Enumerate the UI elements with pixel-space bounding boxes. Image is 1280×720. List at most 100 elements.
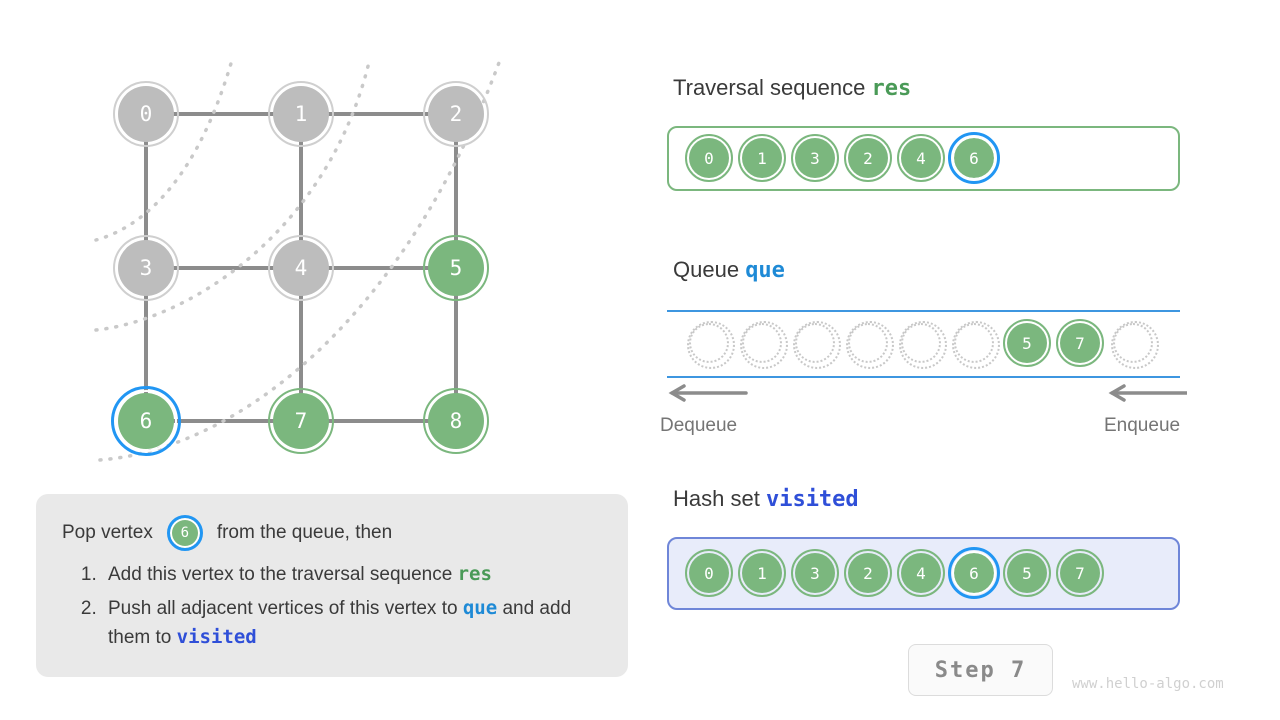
- visited-item[interactable]: 4: [897, 549, 945, 597]
- visited-item-label: 6: [969, 563, 979, 583]
- res-container: 0 1 3 2 4 6: [667, 126, 1180, 191]
- visited-item[interactable]: 7: [1056, 549, 1104, 597]
- queue-arrows: [668, 384, 1187, 402]
- graph-node-0[interactable]: 0: [113, 81, 179, 147]
- graph-node-5[interactable]: 5: [423, 235, 489, 301]
- res-item-ring: [844, 134, 892, 182]
- dequeue-arrow-head: [668, 384, 686, 402]
- caption-step-item: Push all adjacent vertices of this verte…: [102, 594, 602, 652]
- visited-item-ring: [791, 549, 839, 597]
- caption-item-text: Add this vertex to the traversal sequenc…: [108, 564, 458, 585]
- res-title-keyword: res: [871, 76, 912, 101]
- visited-item[interactable]: 0: [685, 549, 733, 597]
- graph-node-label: 2: [449, 102, 463, 126]
- visited-item-ring: [897, 549, 945, 597]
- graph-node-4[interactable]: 4: [268, 235, 334, 301]
- dotted-curve-2: [94, 56, 372, 332]
- res-item-ring: [897, 134, 945, 182]
- queue-slot-item-ring: [899, 321, 947, 369]
- caption-vertex-chip: 6: [166, 515, 203, 551]
- visited-title: Hash set visited: [673, 486, 859, 512]
- visited-item-label: 2: [863, 563, 873, 583]
- queue-title: Queue que: [673, 257, 785, 283]
- caption-vertex-chip-label: 6: [180, 525, 190, 541]
- queue-title-keyword: que: [745, 258, 785, 283]
- graph-node-label: 4: [294, 256, 308, 280]
- res-title: Traversal sequence res: [673, 75, 911, 101]
- visited-item-label: 7: [1075, 563, 1085, 583]
- graph-node-ring: [423, 81, 489, 147]
- queue-slot-item[interactable]: 7: [1056, 319, 1104, 367]
- res-title-text: Traversal sequence: [673, 75, 866, 100]
- res-item-ring: [738, 134, 786, 182]
- queue-slot-item-ring: [1056, 319, 1104, 367]
- watermark: www.hello-algo.com: [1072, 676, 1224, 692]
- res-item[interactable]: 6: [948, 132, 1000, 184]
- graph-node-ring: [268, 388, 334, 454]
- caption-keyword: res: [457, 563, 492, 585]
- visited-item-ring: [738, 549, 786, 597]
- queue-slot-item-ring: [952, 321, 1000, 369]
- queue-slot-item[interactable]: [793, 321, 841, 369]
- graph-node-label: 3: [139, 256, 153, 280]
- res-item-label: 2: [863, 148, 873, 168]
- visited-item-ring: [948, 547, 1000, 599]
- queue-slot-item[interactable]: [687, 321, 735, 369]
- res-item-ring: [791, 134, 839, 182]
- graph-node-label: 0: [139, 102, 153, 126]
- dotted-curve-1: [94, 58, 234, 242]
- graph-node-8[interactable]: 8: [423, 388, 489, 454]
- res-item-label: 0: [704, 148, 714, 168]
- graph-node-ring: [268, 81, 334, 147]
- visited-item-ring: [685, 549, 733, 597]
- visited-item[interactable]: 3: [791, 549, 839, 597]
- res-item[interactable]: 3: [791, 134, 839, 182]
- res-item[interactable]: 4: [897, 134, 945, 182]
- queue-slot-item[interactable]: [740, 321, 788, 369]
- graph-node-ring: [423, 235, 489, 301]
- queue-top-rule: [667, 310, 1180, 312]
- visited-item-ring: [1056, 549, 1104, 597]
- graph-node-7[interactable]: 7: [268, 388, 334, 454]
- queue-slot-item-label: 5: [1022, 333, 1032, 353]
- visited-item-label: 1: [757, 563, 767, 583]
- queue-slot-item[interactable]: [899, 321, 947, 369]
- graph-node-2[interactable]: 2: [423, 81, 489, 147]
- queue-slot-item[interactable]: [1111, 321, 1159, 369]
- res-item[interactable]: 0: [685, 134, 733, 182]
- graph-panel: 0 1 2 3 4 5 6 7 8: [0, 0, 620, 490]
- enqueue-label: Enqueue: [1104, 415, 1181, 436]
- visited-item[interactable]: 5: [1003, 549, 1051, 597]
- visited-container: 0 1 3 2 4 6 5 7: [667, 537, 1180, 610]
- queue-slot-item[interactable]: [952, 321, 1000, 369]
- caption-keyword: que: [462, 597, 498, 619]
- queue-slot-item-label: 7: [1075, 333, 1085, 353]
- caption-step-list: Add this vertex to the traversal sequenc…: [62, 560, 602, 652]
- queue-slot-item-ring: [740, 321, 788, 369]
- graph-node-label: 8: [449, 409, 463, 433]
- queue-bottom-rule: [667, 376, 1180, 378]
- res-item-label: 6: [969, 148, 979, 168]
- graph-node-ring: [113, 235, 179, 301]
- enqueue-arrow-head: [1108, 384, 1126, 402]
- graph-node-3[interactable]: 3: [113, 235, 179, 301]
- graph-node-1[interactable]: 1: [268, 81, 334, 147]
- visited-item-label: 4: [916, 563, 926, 583]
- res-item[interactable]: 1: [738, 134, 786, 182]
- graph-node-ring: [268, 235, 334, 301]
- queue-slot-item[interactable]: 5: [1003, 319, 1051, 367]
- graph-node-label: 5: [449, 256, 463, 280]
- step-indicator: Step 7: [908, 644, 1053, 696]
- visited-item[interactable]: 2: [844, 549, 892, 597]
- visited-item-label: 5: [1022, 563, 1032, 583]
- graph-node-6[interactable]: 6: [111, 386, 181, 456]
- res-item-label: 1: [757, 148, 767, 168]
- dequeue-label: Dequeue: [660, 415, 738, 436]
- visited-item[interactable]: 6: [948, 547, 1000, 599]
- visited-item[interactable]: 1: [738, 549, 786, 597]
- res-item[interactable]: 2: [844, 134, 892, 182]
- queue-slot-item-ring: [846, 321, 894, 369]
- caption-box: Pop vertex 6 from the queue, then Add th…: [36, 494, 628, 677]
- queue-slot-item[interactable]: [846, 321, 894, 369]
